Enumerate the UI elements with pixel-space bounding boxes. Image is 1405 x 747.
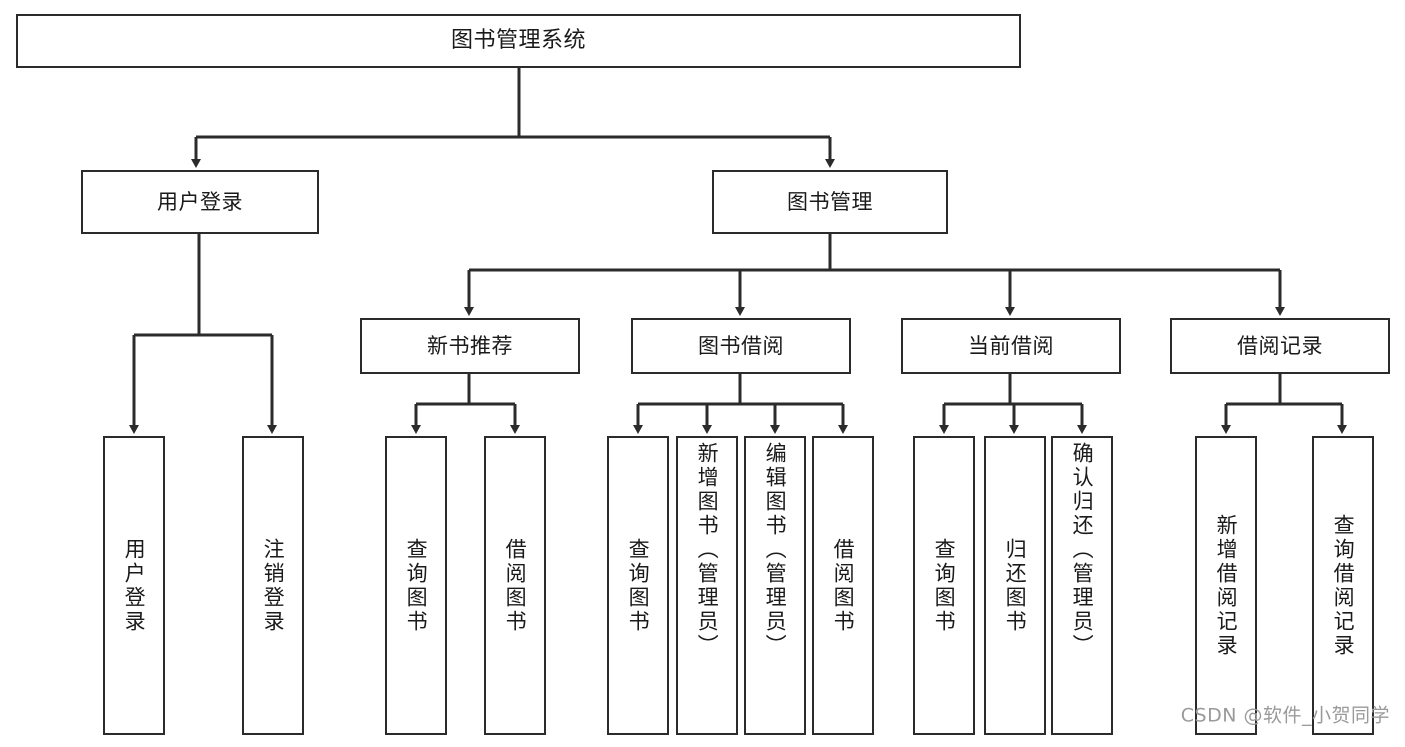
node-leaf-6-label: 编辑图书（管理员） (763, 442, 788, 658)
node-leaf-4[interactable]: 查询图书 (607, 436, 669, 735)
node-leaf-2-label: 查询图书 (404, 537, 429, 634)
node-level3-1[interactable]: 图书借阅 (631, 318, 851, 374)
node-level3-3-label: 借阅记录 (1237, 333, 1323, 358)
node-leaf-12[interactable]: 查询借阅记录 (1312, 436, 1374, 735)
node-leaf-8[interactable]: 查询图书 (913, 436, 975, 735)
node-leaf-3[interactable]: 借阅图书 (484, 436, 546, 735)
node-level3-1-label: 图书借阅 (698, 333, 784, 358)
node-leaf-10-label: 确认归还（管理员） (1070, 442, 1095, 658)
node-leaf-3-label: 借阅图书 (503, 537, 528, 634)
node-leaf-4-label: 查询图书 (626, 537, 651, 634)
node-leaf-11[interactable]: 新增借阅记录 (1195, 436, 1257, 735)
node-level3-3[interactable]: 借阅记录 (1170, 318, 1390, 374)
node-leaf-0[interactable]: 用户登录 (103, 436, 165, 735)
node-level2-1-label: 图书管理 (787, 189, 873, 214)
node-level2-0-label: 用户登录 (157, 189, 243, 214)
node-leaf-5-label: 新增图书（管理员） (695, 442, 720, 658)
node-leaf-5[interactable]: 新增图书（管理员） (676, 436, 738, 735)
node-level3-0[interactable]: 新书推荐 (360, 318, 580, 374)
node-leaf-6[interactable]: 编辑图书（管理员） (744, 436, 806, 735)
node-leaf-1[interactable]: 注销登录 (242, 436, 304, 735)
node-leaf-7-label: 借阅图书 (831, 537, 856, 634)
node-leaf-9[interactable]: 归还图书 (984, 436, 1046, 735)
node-leaf-2[interactable]: 查询图书 (385, 436, 447, 735)
node-level2-0[interactable]: 用户登录 (81, 170, 319, 234)
node-level3-0-label: 新书推荐 (427, 333, 513, 358)
node-level3-2-label: 当前借阅 (968, 333, 1054, 358)
node-leaf-9-label: 归还图书 (1003, 537, 1028, 634)
node-leaf-11-label: 新增借阅记录 (1214, 513, 1239, 658)
node-level3-2[interactable]: 当前借阅 (901, 318, 1121, 374)
node-leaf-8-label: 查询图书 (932, 537, 957, 634)
watermark: CSDN @软件_小贺同学 (1180, 704, 1390, 727)
node-leaf-12-label: 查询借阅记录 (1331, 513, 1356, 658)
node-root[interactable]: 图书管理系统 (16, 14, 1021, 68)
node-leaf-10[interactable]: 确认归还（管理员） (1051, 436, 1113, 735)
node-level2-1[interactable]: 图书管理 (712, 170, 948, 234)
node-leaf-0-label: 用户登录 (122, 537, 147, 634)
node-leaf-1-label: 注销登录 (261, 537, 286, 634)
node-leaf-7[interactable]: 借阅图书 (812, 436, 874, 735)
node-root-label: 图书管理系统 (450, 28, 586, 54)
